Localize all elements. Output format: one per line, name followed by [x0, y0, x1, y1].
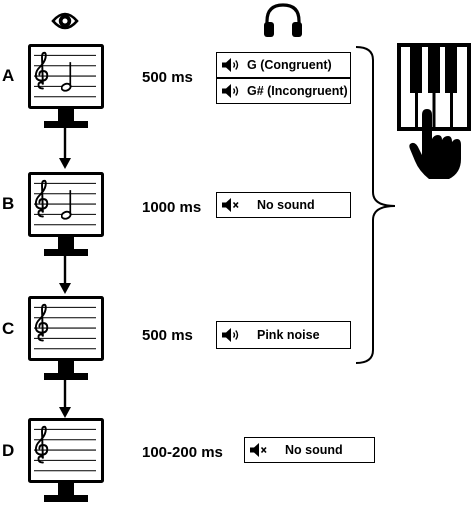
- down-arrow-icon: [59, 377, 71, 418]
- down-arrow-icon: [59, 253, 71, 294]
- sound-option-none: No sound: [244, 437, 375, 463]
- piano-keys-finger-icon: [397, 43, 471, 179]
- step-letter-d: D: [2, 441, 15, 460]
- headphones-icon: [264, 3, 302, 37]
- speaker-on-icon: [221, 83, 241, 99]
- sound-label: G (Congruent): [247, 58, 332, 72]
- sound-option-pink-noise: Pink noise: [216, 321, 351, 349]
- step-duration-b: 1000 ms: [142, 199, 202, 216]
- speaker-on-icon: [221, 327, 241, 343]
- sound-option-none: No sound: [216, 192, 351, 218]
- step-letter-c: C: [2, 319, 15, 338]
- speaker-muted-icon: [221, 197, 241, 213]
- down-arrow-icon: [59, 128, 71, 169]
- step-duration-a: 500 ms: [142, 69, 193, 86]
- step-letter-a: A: [2, 66, 15, 85]
- sound-label: Pink noise: [257, 328, 320, 342]
- monitor-icon: [28, 296, 104, 386]
- monitor-icon: [28, 172, 104, 262]
- speaker-on-icon: [221, 57, 241, 73]
- monitor-icon: [28, 44, 104, 134]
- step-letter-b: B: [2, 194, 15, 213]
- step-duration-d: 100-200 ms: [142, 444, 223, 461]
- sound-option-congruent: G (Congruent): [216, 52, 351, 78]
- step-duration-c: 500 ms: [142, 327, 193, 344]
- sound-option-incongruent: G# (Incongruent): [216, 78, 351, 104]
- sound-label: No sound: [285, 443, 343, 457]
- sound-label: G# (Incongruent): [247, 84, 348, 98]
- sound-label: No sound: [257, 198, 315, 212]
- eye-icon: [51, 12, 79, 30]
- speaker-muted-icon: [249, 442, 269, 458]
- grouping-brace: [355, 46, 396, 364]
